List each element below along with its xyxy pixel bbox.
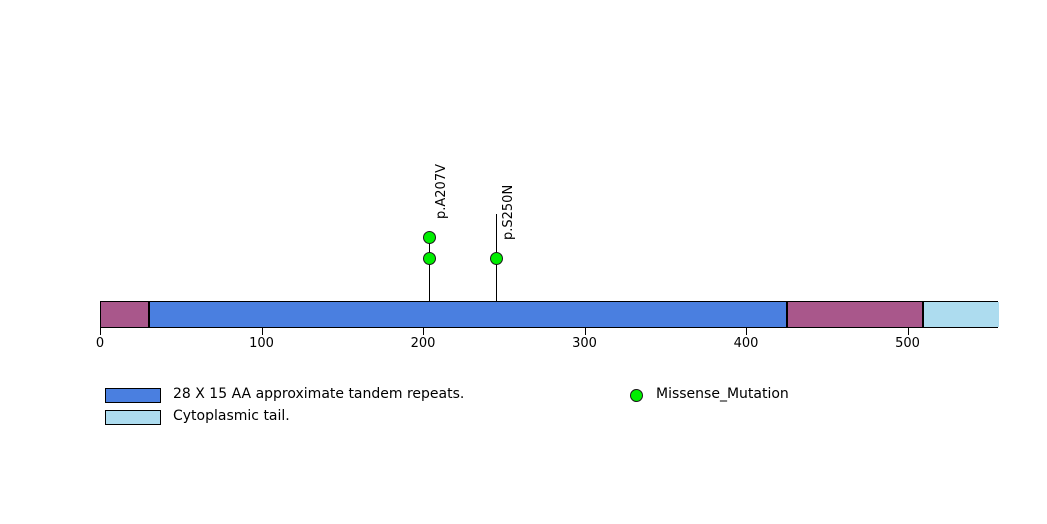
axis-tick-label-300: 300 (572, 336, 597, 351)
axis-tick-100 (261, 328, 263, 335)
domain-segment-cytoplasmic-tail (923, 302, 999, 327)
domain-legend-label-0: 28 X 15 AA approximate tandem repeats. (173, 386, 465, 402)
mutation-marker-p.A207V-1[interactable] (423, 251, 436, 265)
axis-tick-0 (100, 328, 101, 335)
domain-legend-swatch-0 (105, 388, 161, 403)
domain-segment-tandem-repeats (149, 302, 788, 327)
axis-tick-300 (584, 328, 586, 335)
axis-tick-500 (907, 328, 909, 335)
protein-backbone-bar (100, 301, 999, 328)
mutation-legend-label-0: Missense_Mutation (656, 386, 789, 402)
axis-tick-label-400: 400 (733, 336, 759, 351)
domain-segment-middle-region (787, 302, 924, 327)
domain-legend-swatch-1 (105, 410, 161, 425)
mutation-label-p.S250N: p.S250N (501, 184, 516, 240)
axis-tick-label-500: 500 (895, 336, 920, 351)
mutation-marker-p.A207V-2[interactable] (423, 230, 436, 244)
axis-tick-400 (746, 328, 748, 335)
lollipop-stem-p.A207V (429, 251, 430, 301)
axis-tick-label-100: 100 (249, 336, 274, 351)
domain-legend-label-1: Cytoplasmic tail. (173, 408, 290, 424)
axis-tick-label-0: 0 (95, 336, 105, 351)
mutation-marker-p.S250N-1[interactable] (490, 251, 503, 265)
axis-tick-200 (423, 328, 425, 335)
mutation-label-p.A207V: p.A207V (434, 163, 449, 219)
axis-tick-label-200: 200 (410, 336, 436, 351)
lollipop-stem-link-p.A207V (429, 237, 430, 258)
domain-segment-n-terminal-region (101, 302, 150, 327)
mutation-legend-marker-0 (630, 389, 643, 402)
